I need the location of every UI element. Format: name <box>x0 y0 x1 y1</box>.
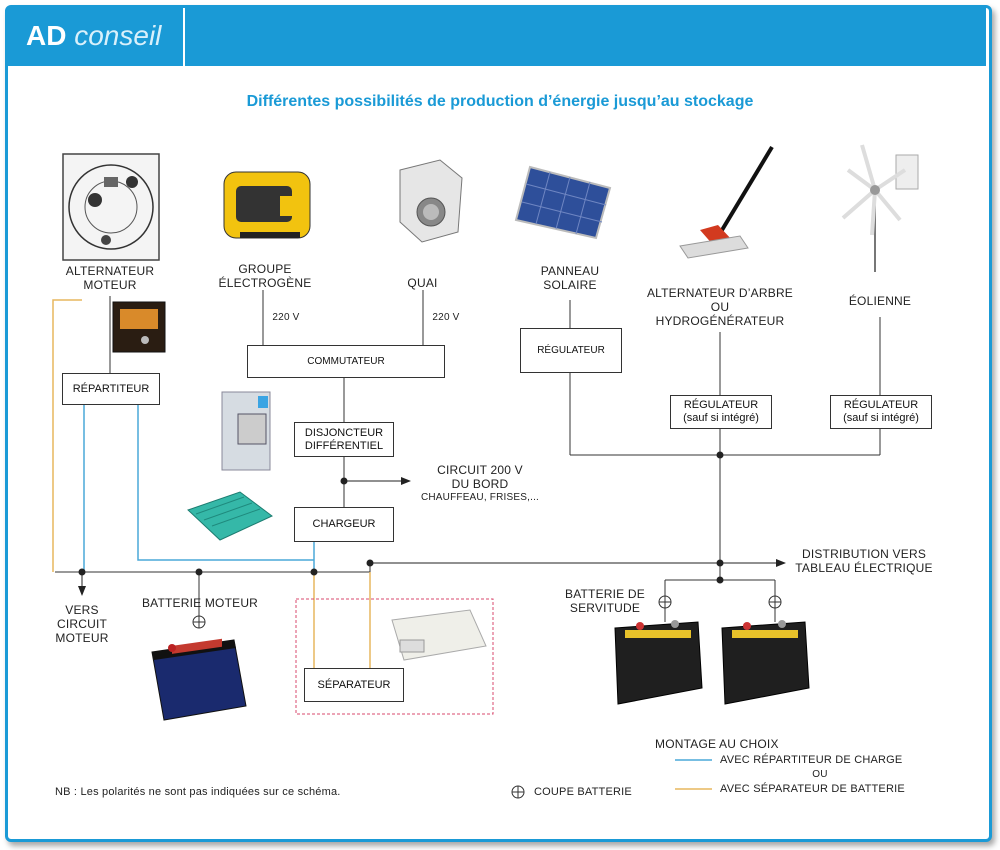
junction-dot <box>195 568 203 576</box>
label-quay: QUAI <box>407 276 438 290</box>
brand-light: conseil <box>74 20 162 51</box>
disjoncteur-line-2: DIFFÉRENTIEL <box>304 439 384 452</box>
shaft-line-1: ALTERNATEUR D’ARBRE <box>646 286 794 300</box>
brand-logo: AD conseil <box>26 20 161 52</box>
circuit-line-1: CIRCUIT 200 V <box>437 463 523 477</box>
wind-turbine-image <box>841 144 919 272</box>
label-circuit-200v: CIRCUIT 200 V DU BORD CHAUFFEAU, FRISES,… <box>420 463 540 505</box>
label-distribution: DISTRIBUTION VERS TABLEAU ÉLECTRIQUE <box>794 547 934 575</box>
label-alternator: ALTERNATEUR MOTEUR <box>50 264 170 292</box>
service-battery-image <box>721 620 810 705</box>
hydro-generator-image <box>679 145 774 259</box>
solar-panel-image <box>514 165 612 240</box>
shaft-regulator-line-2: (sauf si intégré) <box>683 412 759 424</box>
label-solar: PANNEAU SOLAIRE <box>520 264 620 292</box>
label-wind: ÉOLIENNE <box>848 294 912 308</box>
battery-switch-icon <box>768 595 782 609</box>
separator-device-image <box>391 609 487 661</box>
solar-line-2: SOLAIRE <box>543 278 597 292</box>
shaft-line-2: OU <box>710 300 730 314</box>
junction-dot <box>366 559 374 567</box>
label-generator: GROUPE ÉLECTROGÈNE <box>205 262 325 290</box>
breaker-panel-image <box>221 391 271 471</box>
voltage-generator: 220 V <box>272 312 300 323</box>
blue-line-right <box>137 404 314 561</box>
battery-switch-icon <box>511 785 525 799</box>
solar-regulator-box: RÉGULATEUR <box>520 328 622 373</box>
shaft-regulator-box: RÉGULATEUR (sauf si intégré) <box>670 395 772 429</box>
header-bar <box>8 8 986 66</box>
generator-line-2: ÉLECTROGÈNE <box>218 276 312 290</box>
legend-title: MONTAGE AU CHOIX <box>655 737 779 751</box>
wind-regulator-line-2: (sauf si intégré) <box>843 412 919 424</box>
junction-dot <box>310 568 318 576</box>
legend-ou: OU <box>812 769 828 780</box>
chargeur-box: CHARGEUR <box>294 507 394 542</box>
shore-socket-image <box>399 159 463 243</box>
orange-line-alternator <box>52 299 82 572</box>
alternator-image <box>62 153 160 261</box>
solar-line-1: PANNEAU <box>540 264 600 278</box>
service-battery-image <box>614 620 703 705</box>
junction-dot <box>716 576 724 584</box>
commutateur-box: COMMUTATEUR <box>247 345 445 378</box>
vers-line-1: VERS <box>65 603 99 617</box>
servitude-line-1: BATTERIE DE <box>565 587 645 601</box>
distribution-line-2: TABLEAU ÉLECTRIQUE <box>795 561 933 575</box>
generator-line-1: GROUPE <box>238 262 292 276</box>
shaft-line-3: HYDROGÉNÉRATEUR <box>655 314 785 328</box>
repartiteur-box: RÉPARTITEUR <box>62 373 160 405</box>
label-shaft-generator: ALTERNATEUR D’ARBRE OU HYDROGÉNÉRATEUR <box>640 286 800 328</box>
separateur-zone <box>295 598 494 715</box>
junction-dot <box>78 568 86 576</box>
junction-dot <box>716 559 724 567</box>
shaft-regulator-line-1: RÉGULATEUR <box>683 399 759 411</box>
circuit-line-3: CHAUFFEAU, FRISES,... <box>420 492 540 503</box>
legend-coupe-batterie: COUPE BATTERIE <box>534 786 632 798</box>
circuit-line-2: DU BORD <box>451 477 509 491</box>
battery-switch-icon <box>658 595 672 609</box>
alternator-line-2: MOTEUR <box>83 278 137 292</box>
wind-regulator-line-1: RÉGULATEUR <box>843 399 919 411</box>
generator-image <box>223 171 311 239</box>
legend-blue-label: AVEC RÉPARTITEUR DE CHARGE <box>720 754 903 766</box>
label-batterie-moteur: BATTERIE MOTEUR <box>141 596 259 610</box>
wind-regulator-box: RÉGULATEUR (sauf si intégré) <box>830 395 932 429</box>
disjoncteur-line-1: DISJONCTEUR <box>304 426 384 439</box>
engine-battery-image <box>151 638 247 721</box>
separateur-box: SÉPARATEUR <box>304 668 404 702</box>
disjoncteur-box: DISJONCTEUR DIFFÉRENTIEL <box>294 422 394 457</box>
battery-charger-image <box>187 491 273 541</box>
voltage-quay: 220 V <box>432 312 460 323</box>
label-vers-circuit-moteur: VERS CIRCUIT MOTEUR <box>50 603 114 645</box>
diagram-title: Différentes possibilités de production d… <box>246 93 754 110</box>
nb-note: NB : Les polarités ne sont pas indiquées… <box>55 786 341 798</box>
label-batterie-servitude: BATTERIE DE SERVITUDE <box>560 587 650 615</box>
servitude-line-2: SERVITUDE <box>569 601 641 615</box>
legend-orange-label: AVEC SÉPARATEUR DE BATTERIE <box>720 783 905 795</box>
battery-switch-icon <box>192 615 206 629</box>
vers-line-2: CIRCUIT <box>56 617 108 631</box>
junction-dot <box>340 477 348 485</box>
distribution-line-1: DISTRIBUTION VERS <box>801 547 927 561</box>
junction-dot <box>716 451 724 459</box>
alternator-line-1: ALTERNATEUR <box>65 264 155 278</box>
header-separator <box>183 8 185 66</box>
brand-bold: AD <box>26 20 67 51</box>
vers-line-3: MOTEUR <box>55 631 109 645</box>
charge-regulator-image <box>112 301 166 353</box>
